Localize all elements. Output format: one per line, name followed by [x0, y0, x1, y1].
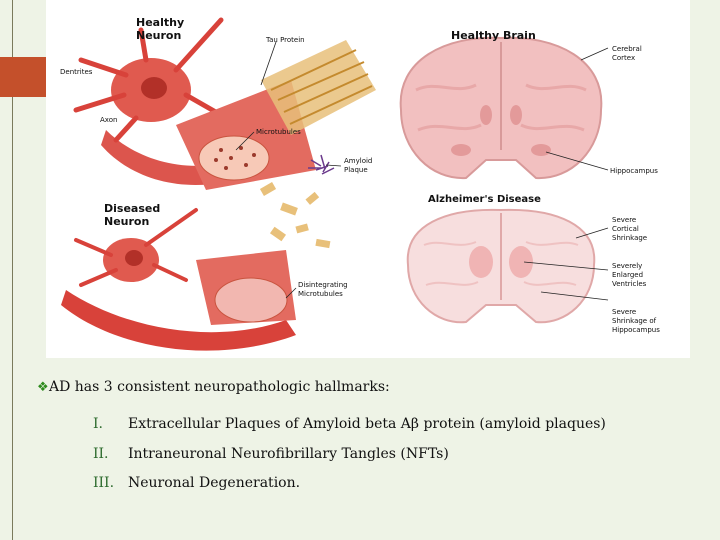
label-severely-enlarged-ventricles: Severely Enlarged Ventricles — [612, 262, 647, 288]
list-item-text: Extracellular Plaques of Amyloid beta Aβ… — [128, 416, 606, 432]
alzheimers-brain-illustration — [406, 208, 596, 324]
left-rule — [12, 0, 13, 540]
list-numeral: I. — [93, 416, 103, 432]
label-severe-shrinkage-hippocampus: Severe Shrinkage of Hippocampus — [612, 308, 660, 334]
diseased-neuron-illustration — [61, 154, 335, 351]
label-tau-protein: Tau Protein — [265, 36, 305, 44]
list-numeral: III. — [93, 475, 115, 491]
label-healthy-neuron: Healthy Neuron — [136, 16, 188, 42]
label-cerebral-cortex: Cerebral Cortex — [612, 45, 644, 62]
healthy-neuron-illustration — [73, 17, 376, 190]
list-item-text: Intraneuronal Neurofibrillary Tangles (N… — [128, 446, 449, 462]
list-numeral: II. — [93, 446, 109, 462]
list-item-text: Neuronal Degeneration. — [128, 475, 301, 491]
label-diseased-neuron: Diseased Neuron — [104, 202, 164, 228]
label-hippocampus: Hippocampus — [610, 167, 658, 175]
label-axon: Axon — [100, 116, 117, 124]
label-alzheimers-disease: Alzheimer's Disease — [428, 194, 541, 205]
diamond-bullet-icon: ❖ — [37, 380, 49, 395]
label-healthy-brain: Healthy Brain — [451, 29, 536, 42]
lead-sentence: AD has 3 consistent neuropathologic hall… — [49, 379, 390, 395]
label-dendrites: Dentrites — [60, 68, 93, 76]
accent-block — [0, 57, 46, 97]
alzheimers-figure: Healthy Neuron Dentrites Axon Tau Protei… — [46, 0, 690, 358]
healthy-brain-illustration — [399, 36, 603, 180]
label-disintegrating-microtubules: Disintegrating Microtubules — [298, 281, 350, 298]
brain-leader-lines — [523, 47, 609, 301]
label-severe-cortical-shrinkage: Severe Cortical Shrinkage — [612, 216, 647, 242]
neuron-leader-lines — [235, 41, 342, 299]
label-amyloid-plaque: Amyloid Plaque — [344, 157, 375, 174]
label-microtubules: Microtubules — [256, 128, 301, 136]
figure-illustration: Healthy Neuron Dentrites Axon Tau Protei… — [60, 16, 660, 351]
